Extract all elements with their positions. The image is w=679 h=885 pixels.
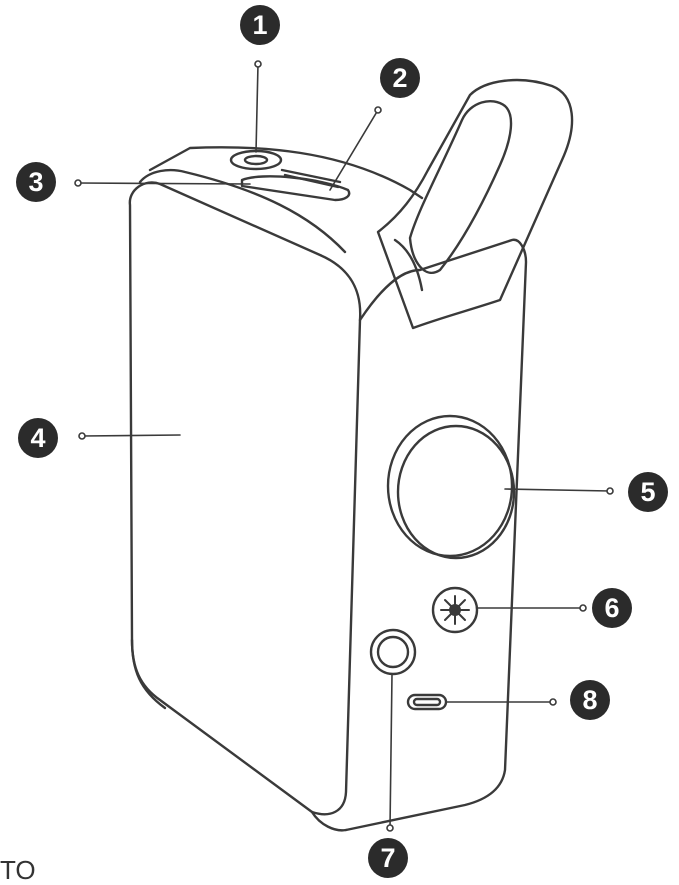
callout-badge-2: 2 — [380, 58, 420, 98]
strap-handle — [376, 78, 574, 330]
sun-burst-icon — [440, 595, 470, 625]
callout-badge-1: 1 — [240, 5, 280, 45]
leader-lines — [74, 60, 614, 832]
top-face — [138, 146, 424, 254]
main-body — [128, 181, 528, 832]
callout-badge-3: 3 — [16, 162, 56, 202]
callout-badge-4: 4 — [18, 418, 58, 458]
callout-badge-6: 6 — [592, 588, 632, 628]
callout-badge-7: 7 — [368, 838, 408, 878]
corner-text-fragment: TO — [0, 855, 36, 885]
callout-badge-5: 5 — [628, 472, 668, 512]
callout-badge-8: 8 — [570, 680, 610, 720]
